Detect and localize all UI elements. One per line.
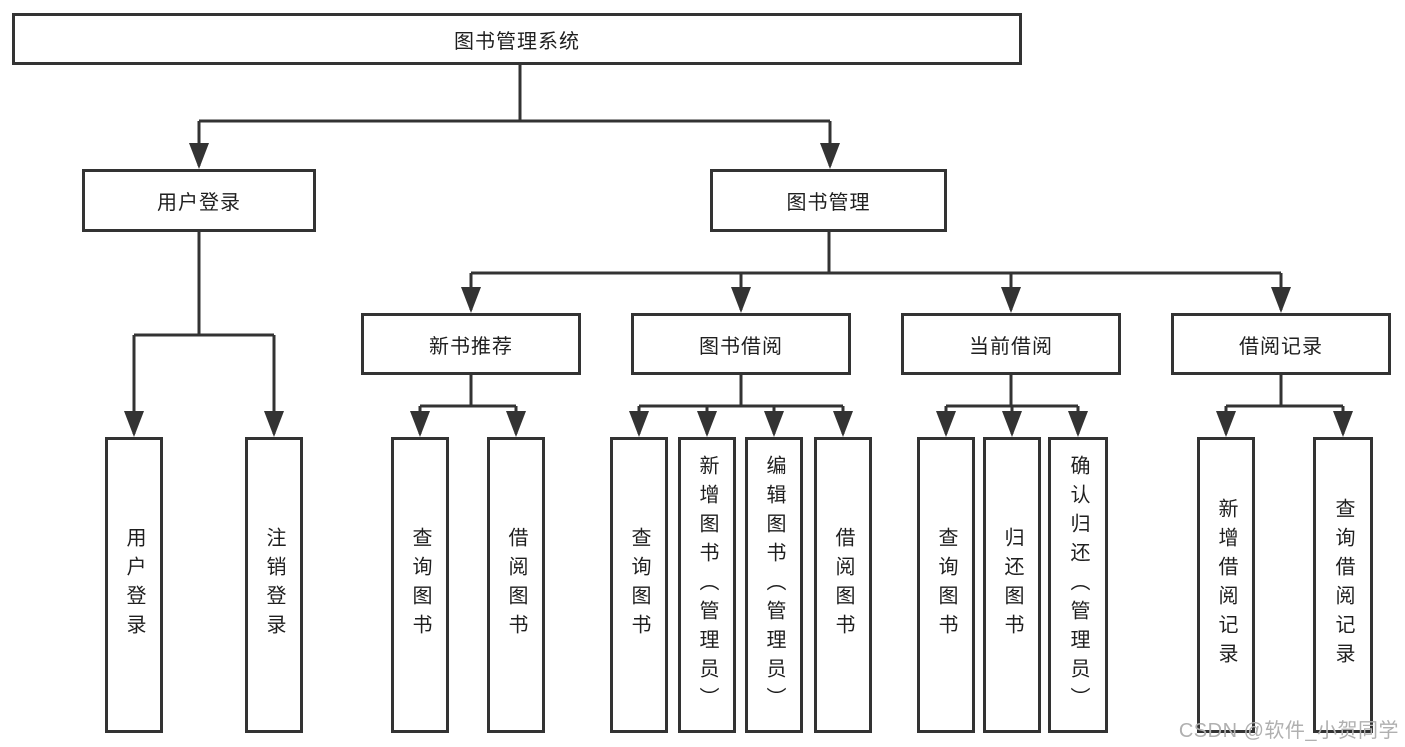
leaf-add-borrow-record: 新增借阅记录: [1197, 437, 1255, 733]
watermark: CSDN @软件_小贺同学: [1178, 720, 1399, 742]
leaf-add-book-admin: 新增图书（管理员）: [678, 437, 736, 733]
leaf-borrow-books-label: 借阅图书: [832, 527, 854, 643]
edge-new-books-group: [418, 375, 518, 434]
leaf-query-books-borrow: 查询图书: [610, 437, 668, 733]
leaf-confirm-return-admin-label: 确认归还（管理员）: [1067, 454, 1089, 716]
node-current-borrow: 当前借阅: [901, 313, 1121, 375]
leaf-user-login: 用户登录: [105, 437, 163, 733]
arrowheads: [124, 143, 1353, 437]
leaf-query-books-current-label: 查询图书: [935, 527, 957, 643]
leaf-edit-book-admin: 编辑图书（管理员）: [745, 437, 803, 733]
leaf-add-book-admin-label: 新增图书（管理员）: [696, 454, 718, 716]
leaf-query-books-current: 查询图书: [917, 437, 975, 733]
node-book-borrow: 图书借阅: [631, 313, 851, 375]
leaf-query-books-recommend: 查询图书: [391, 437, 449, 733]
edge-borrow-records-group: [1224, 375, 1345, 434]
leaf-edit-book-admin-label: 编辑图书（管理员）: [763, 454, 785, 716]
leaf-query-borrow-record: 查询借阅记录: [1313, 437, 1373, 733]
leaf-logout: 注销登录: [245, 437, 303, 733]
node-borrow-records: 借阅记录: [1171, 313, 1391, 375]
edge-book-borrow-group: [637, 375, 845, 434]
leaf-return-books: 归还图书: [983, 437, 1041, 733]
leaf-borrow-books-recommend-label: 借阅图书: [505, 527, 527, 643]
node-user-login: 用户登录: [82, 169, 316, 232]
leaf-add-borrow-record-label: 新增借阅记录: [1215, 498, 1237, 672]
leaf-borrow-books-recommend: 借阅图书: [487, 437, 545, 733]
leaf-user-login-label: 用户登录: [123, 527, 145, 643]
leaf-return-books-label: 归还图书: [1001, 527, 1023, 643]
node-book-management: 图书管理: [710, 169, 947, 232]
leaf-logout-label: 注销登录: [263, 527, 285, 643]
edge-root-trunk: [197, 65, 832, 166]
leaf-query-borrow-record-label: 查询借阅记录: [1332, 498, 1354, 672]
leaf-borrow-books: 借阅图书: [814, 437, 872, 733]
leaf-confirm-return-admin: 确认归还（管理员）: [1048, 437, 1108, 733]
node-new-book-recommend: 新书推荐: [361, 313, 581, 375]
edge-user-login-group: [132, 232, 276, 434]
node-library-system: 图书管理系统: [12, 13, 1022, 65]
leaf-query-books-recommend-label: 查询图书: [409, 527, 431, 643]
edge-book-management-group: [469, 232, 1283, 310]
leaf-query-books-borrow-label: 查询图书: [628, 527, 650, 643]
